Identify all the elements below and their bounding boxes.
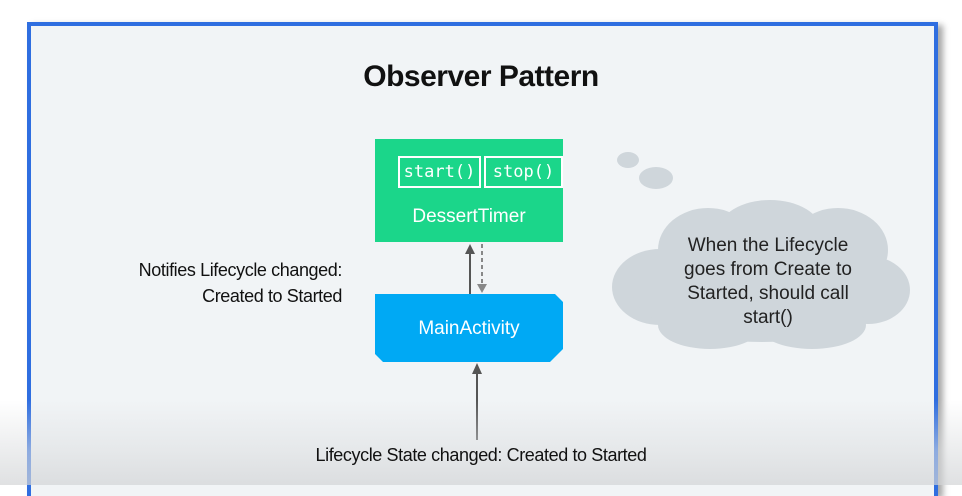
stop-method: stop(): [484, 156, 563, 188]
thought-cloud: [612, 152, 910, 349]
notify-line-2: Created to Started: [202, 286, 342, 306]
notify-label: Notifies Lifecycle changed: Created to S…: [138, 257, 343, 309]
dessert-timer-box: start() stop() DessertTimer: [375, 139, 563, 242]
bubble-line-4: start(): [743, 307, 793, 328]
bubble-line-2: goes from Create to: [684, 259, 852, 280]
diagram-arrows: [465, 152, 910, 440]
main-activity-box: MainActivity: [375, 294, 563, 362]
bubble-line-1: When the Lifecycle: [687, 235, 849, 256]
notify-arrow: [465, 244, 475, 294]
start-method: start(): [398, 156, 481, 188]
main-activity-label: MainActivity: [418, 318, 520, 339]
lifecycle-label: Lifecycle State changed: Created to Star…: [315, 445, 647, 465]
thought-bubble-text: When the Lifecycle goes from Create to S…: [650, 234, 886, 330]
bubble-line-3: Started, should call: [687, 283, 849, 304]
dessert-timer-label: DessertTimer: [412, 206, 526, 227]
page-title: Observer Pattern: [363, 60, 599, 93]
observe-dashed-arrow: [477, 244, 487, 293]
notify-line-1: Notifies Lifecycle changed:: [138, 260, 343, 280]
lifecycle-arrow: [472, 363, 482, 440]
